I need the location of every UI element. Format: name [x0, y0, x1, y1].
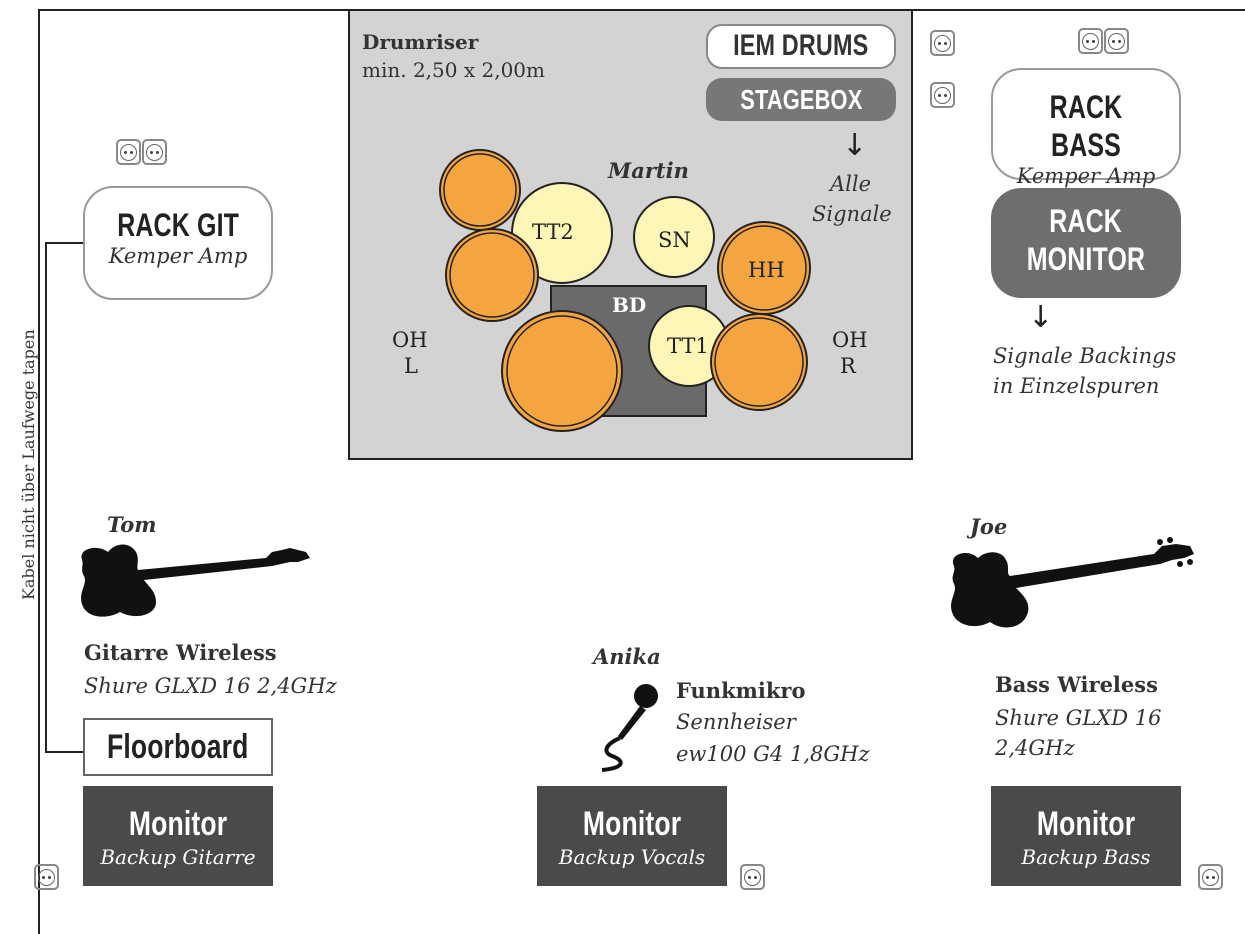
oh-right-label-1: OH — [832, 328, 868, 352]
floorboard-label: Floorboard — [107, 728, 249, 766]
ride-cymbal-left — [445, 228, 539, 322]
crash-cymbal-right — [710, 313, 808, 411]
rack-monitor-note-1: Signale Backings — [993, 344, 1177, 368]
monitor-sub: Backup Bass — [1021, 845, 1151, 869]
drummer-name: Martin — [608, 158, 689, 183]
electric-guitar-icon — [81, 544, 310, 617]
iem-drums-box: IEM DRUMS — [706, 24, 896, 69]
bass-guitar-icon — [951, 537, 1194, 628]
sn-label: SN — [658, 228, 691, 252]
stagebox-box: STAGEBOX — [706, 78, 896, 121]
floorboard-box: Floorboard — [83, 718, 273, 776]
monitor-bass: Monitor Backup Bass — [991, 786, 1181, 886]
monitor-guitar: Monitor Backup Gitarre — [83, 786, 273, 886]
power-socket-icon — [142, 139, 167, 165]
drum-kit-diagram — [439, 149, 811, 432]
guitar-player-name: Tom — [107, 512, 157, 537]
hh-label: HH — [748, 258, 785, 282]
rack-git-title: RACK GIT — [117, 207, 239, 243]
cable-note: Kabel nicht über Laufwege tapen — [19, 329, 38, 600]
snare-drum — [633, 196, 715, 278]
monitor-sub: Backup Gitarre — [100, 845, 256, 869]
oh-left-label-2: L — [404, 354, 418, 378]
monitor-title: Monitor — [1036, 805, 1136, 843]
guitar-model: Shure GLXD 16 2,4GHz — [84, 674, 337, 698]
bass-player-name: Joe — [970, 514, 1008, 539]
power-socket-icon — [930, 82, 955, 108]
rack-monitor-line1: RACK — [1049, 203, 1123, 239]
rack-bass-sub: Kemper Amp — [1016, 164, 1156, 188]
power-socket-icon — [1104, 28, 1129, 54]
guitar-title: Gitarre Wireless — [84, 640, 277, 665]
power-socket-icon — [1198, 864, 1223, 890]
monitor-sub: Backup Vocals — [558, 845, 706, 869]
power-socket-icon — [930, 30, 955, 56]
cable-route-line — [45, 242, 83, 753]
bass-model-2: 2,4GHz — [995, 736, 1075, 760]
iem-drums-label: IEM DRUMS — [733, 29, 869, 62]
vocal-title: Funkmikro — [676, 678, 806, 703]
rack-git-sub: Kemper Amp — [108, 244, 248, 268]
vocal-model-2: ew100 G4 1,8GHz — [676, 742, 870, 766]
floor-cymbal — [501, 310, 623, 432]
microphone-icon — [601, 684, 658, 772]
bass-title: Bass Wireless — [995, 672, 1158, 697]
power-socket-icon — [34, 864, 59, 890]
monitor-title: Monitor — [128, 805, 228, 843]
rack-git-box: RACK GIT Kemper Amp — [83, 186, 273, 300]
down-arrow-icon: ↓ — [842, 128, 868, 163]
crash-cymbal-left — [439, 149, 521, 231]
stagebox-note-1: Alle — [830, 172, 872, 196]
drumriser-title: Drumriser — [362, 30, 479, 54]
power-socket-icon — [740, 864, 765, 890]
oh-left-label-1: OH — [392, 328, 428, 352]
power-socket-icon — [1078, 28, 1103, 54]
tt1-label: TT1 — [667, 334, 709, 358]
rack-monitor-box: RACK MONITOR — [991, 188, 1181, 298]
rack-bass-title: RACK BASS — [1049, 89, 1123, 163]
monitor-vocals: Monitor Backup Vocals — [537, 786, 727, 886]
tt2-label: TT2 — [532, 220, 574, 244]
stagebox-note-2: Signale — [812, 202, 892, 226]
bass-model-1: Shure GLXD 16 — [995, 706, 1162, 730]
vocal-player-name: Anika — [593, 644, 661, 669]
stagebox-label: STAGEBOX — [739, 84, 863, 115]
monitor-title: Monitor — [582, 805, 682, 843]
rack-bass-box: RACK BASS Kemper Amp — [991, 68, 1181, 188]
rack-monitor-note-2: in Einzelspuren — [993, 374, 1160, 398]
rack-monitor-line2: MONITOR — [1026, 241, 1146, 277]
power-socket-icon — [116, 139, 141, 165]
stage-border-left — [38, 10, 40, 934]
bd-label: BD — [612, 293, 647, 317]
oh-right-label-2: R — [840, 354, 856, 378]
down-arrow-icon: ↓ — [1028, 300, 1054, 335]
drumriser-size: min. 2,50 x 2,00m — [362, 58, 545, 82]
vocal-model-1: Sennheiser — [676, 710, 796, 734]
